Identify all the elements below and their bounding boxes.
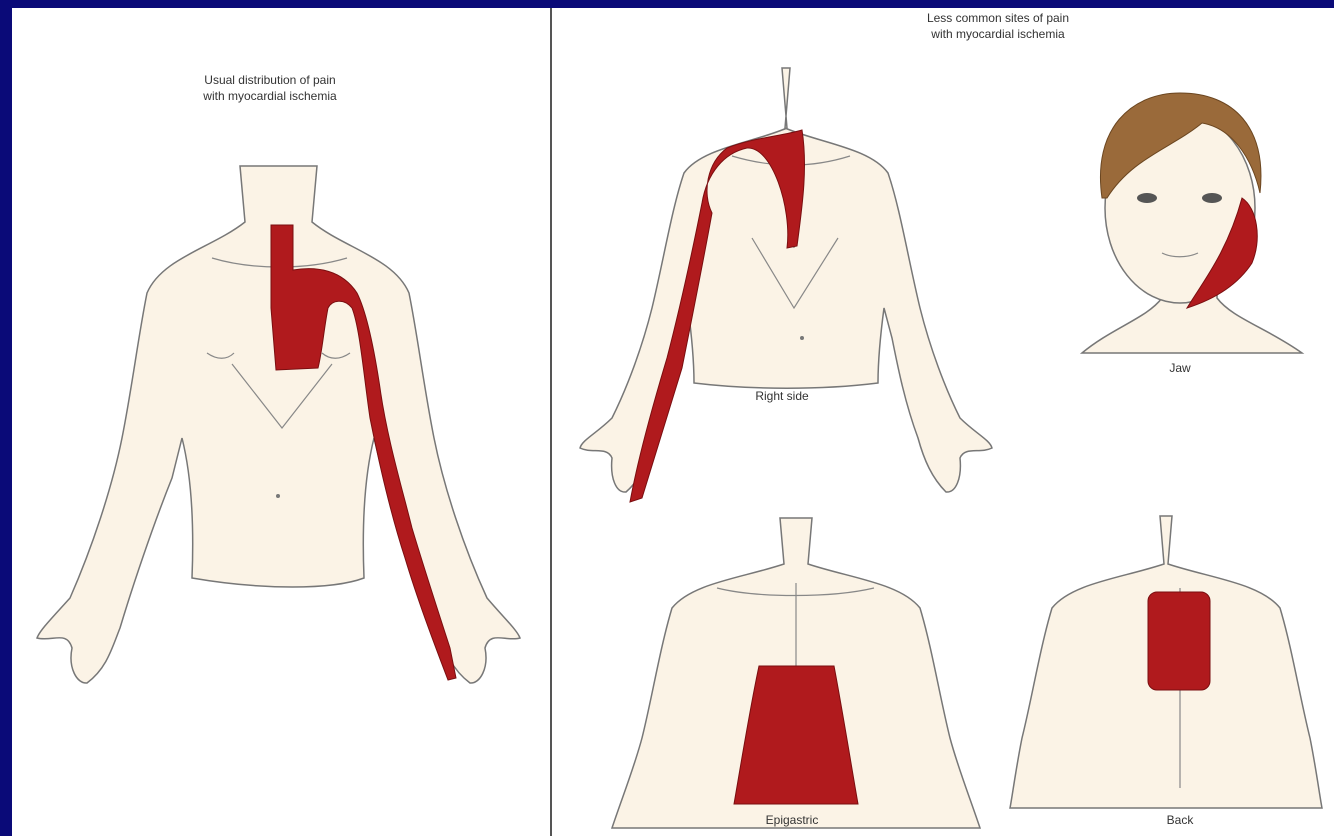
jaw-label: Jaw <box>1150 360 1210 376</box>
back-figure <box>1010 516 1322 808</box>
epigastric-figure <box>612 518 980 828</box>
right-side-figure <box>580 68 992 502</box>
back-label: Back <box>1150 812 1210 828</box>
epigastric-label: Epigastric <box>752 812 832 828</box>
right-side-label: Right side <box>742 388 822 404</box>
figure-panel: Usual distribution of pain with myocardi… <box>12 8 1334 836</box>
back-pain-region <box>1148 592 1210 690</box>
illustrations <box>12 8 1334 836</box>
navel-icon <box>800 336 804 340</box>
jaw-figure <box>1082 93 1302 353</box>
usual-torso-figure <box>37 166 520 683</box>
navel-icon <box>276 494 280 498</box>
